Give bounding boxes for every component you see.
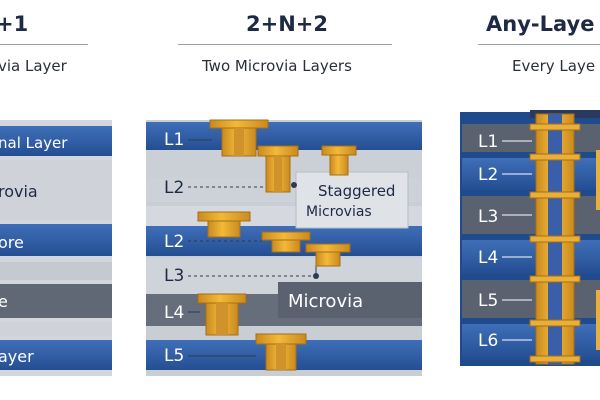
panel3-label-L1: L1 bbox=[478, 132, 498, 152]
panel2-label-L2: L2 bbox=[164, 178, 184, 198]
panel2-label-L1: L1 bbox=[164, 130, 184, 150]
staggered-callout-dot bbox=[291, 182, 297, 188]
microvia-callout-box bbox=[278, 282, 422, 318]
panel3-rule bbox=[478, 44, 600, 45]
panel1-layer-4 bbox=[0, 284, 112, 318]
panel3-subtitle: Every Laye bbox=[512, 57, 596, 75]
panel2-microvias bbox=[197, 119, 357, 371]
panel1-stack: nal Layer rovia ore e ayer bbox=[0, 120, 112, 376]
panel1-title: +1 bbox=[0, 12, 29, 36]
panel3-label-L6: L6 bbox=[478, 331, 498, 351]
microvia-callout-label: Microvia bbox=[288, 291, 363, 312]
panel1-layer-1 bbox=[0, 126, 112, 156]
panel2-label-L3: L3 bbox=[164, 266, 184, 286]
panel2-label-L5: L5 bbox=[164, 346, 184, 366]
panel1-layer-label-5: ayer bbox=[0, 347, 34, 366]
panel3-stack: L1 L2 L3 L4 L5 L6 bbox=[460, 110, 600, 366]
panel1-layer-label-3: ore bbox=[0, 233, 24, 252]
staggered-callout-box bbox=[295, 171, 409, 229]
microvia-callout-dot bbox=[313, 273, 319, 279]
panel2-subtitle: Two Microvia Layers bbox=[202, 57, 352, 75]
panel3-layer-L5 bbox=[462, 280, 600, 318]
panel1-layer-5 bbox=[0, 340, 112, 370]
panel3-label-L3: L3 bbox=[478, 207, 498, 227]
panel2-stack: Staggered Microvias Microvia L1 L2 L2 L3… bbox=[146, 119, 422, 376]
via-pad bbox=[209, 119, 269, 129]
panel3-label-L4: L4 bbox=[478, 248, 498, 268]
panel3-label-L5: L5 bbox=[478, 291, 498, 311]
panel1-layer-2 bbox=[0, 160, 112, 220]
panel3-title: Any-Laye bbox=[486, 12, 595, 36]
staggered-callout-line1: Staggered bbox=[318, 182, 395, 200]
panel2-layer-L1 bbox=[146, 122, 422, 150]
panel1-layer-label-4: e bbox=[0, 292, 8, 311]
panel2-rule bbox=[178, 44, 392, 45]
panel3-layer-L6 bbox=[462, 324, 600, 360]
panel3-stacked-vias bbox=[529, 113, 600, 365]
panel1-layer-label-1: nal Layer bbox=[0, 134, 68, 152]
panel1-layer-label-2: rovia bbox=[0, 182, 38, 201]
panel1-layer-3 bbox=[0, 224, 112, 256]
panel1-subtitle: via Layer bbox=[0, 57, 67, 75]
panel2-label-L4: L4 bbox=[164, 303, 184, 323]
panel3-leader-lines bbox=[502, 140, 532, 341]
panel1-rule bbox=[0, 44, 88, 45]
panel3-label-L2: L2 bbox=[478, 165, 498, 185]
staggered-callout-line2: Microvias bbox=[306, 204, 372, 220]
panel2-label-L2b: L2 bbox=[164, 232, 184, 252]
panel2-title: 2+N+2 bbox=[246, 12, 328, 36]
